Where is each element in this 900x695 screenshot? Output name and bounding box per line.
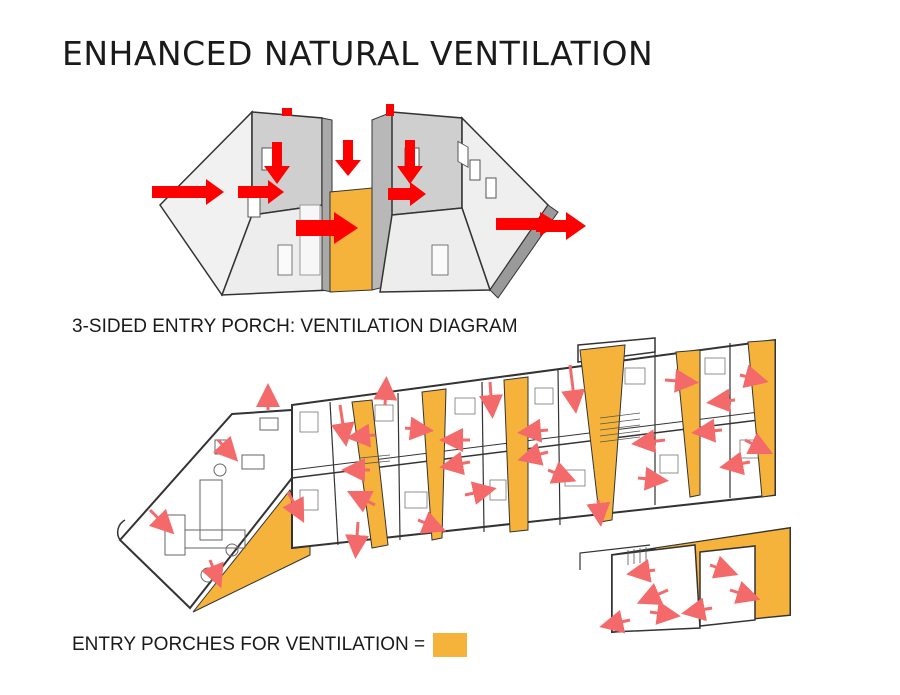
airflow-arrows-red xyxy=(152,104,586,244)
section-diagram-label: 3-SIDED ENTRY PORCH: VENTILATION DIAGRAM xyxy=(72,316,518,337)
airflow-arrows-pink xyxy=(148,364,774,634)
legend: ENTRY PORCHES FOR VENTILATION = xyxy=(72,633,468,657)
page-title: ENHANCED NATURAL VENTILATION xyxy=(62,34,654,73)
legend-label: ENTRY PORCHES FOR VENTILATION = xyxy=(72,634,426,655)
legend-swatch xyxy=(433,633,468,657)
entry-porch-section-3d xyxy=(152,104,586,299)
